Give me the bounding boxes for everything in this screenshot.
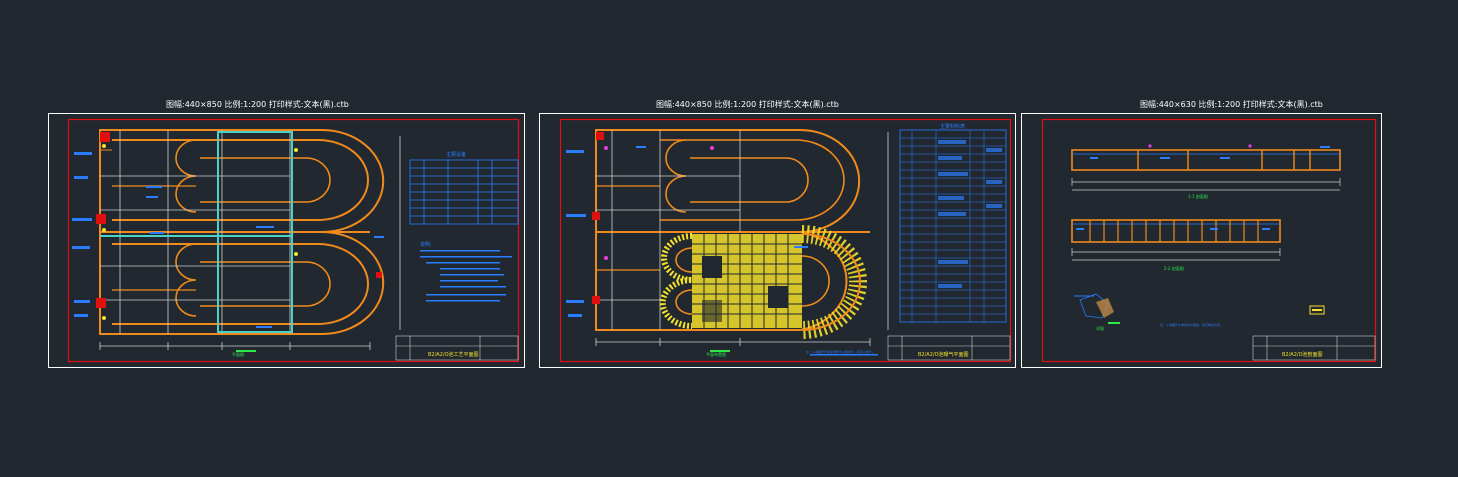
sheet-1-notes <box>420 250 512 302</box>
sheet-2[interactable]: 主要材料表 <box>539 113 1016 368</box>
sheet-2-frame <box>559 118 1012 363</box>
sheet-3-detail <box>1074 293 1120 324</box>
sheet-1-grid <box>100 130 291 334</box>
sheet-3-section-1 <box>1071 144 1341 191</box>
sheet-3[interactable]: 1-1 剖面图 <box>1021 113 1382 368</box>
sheet-2-title-block-text: B2/A2/O池曝气平面图 <box>918 351 969 358</box>
sheet-2-grid <box>596 130 741 330</box>
sheet-3-legend-fill <box>1312 309 1322 311</box>
sheet-3-legend-swatch <box>1309 305 1325 315</box>
sheet-3-note: 注：1.本图尺寸单位均为毫米，标高单位为米。 <box>1160 322 1223 327</box>
sheet-2-annotations <box>566 146 878 356</box>
sheet-2-material-table <box>899 129 1007 323</box>
sheet-1-plan-label: 平面图 <box>232 351 244 357</box>
sheet-1-tank <box>99 129 385 335</box>
sheet-1-title-block <box>395 335 519 361</box>
sheet-3-border <box>1021 113 1382 368</box>
sheet-1-notes-header: 说明: <box>420 241 432 248</box>
sheet-3-frame <box>1041 118 1377 363</box>
sheet-1-dimensions <box>99 136 401 350</box>
sheet-1-pipes <box>96 132 382 308</box>
sheet-2-border <box>539 113 1016 368</box>
sheet-3-title-block <box>1252 335 1376 361</box>
sheet-1-frame <box>67 118 520 363</box>
sheet-1-border <box>48 113 525 368</box>
sheet-3-section-2-label: 2-2 剖面图 <box>1164 265 1184 271</box>
sheet-1-equipment-table <box>409 159 519 225</box>
sheet-3-title: 图幅:440×630 比例:1:200 打印样式:文本(黑).ctb <box>1140 100 1323 109</box>
sheet-2-pipes <box>592 132 604 304</box>
sheet-1[interactable]: 主要设备 说明: 平面图 B2/A2/O池工艺 <box>48 113 525 368</box>
sheet-2-title: 图幅:440×850 比例:1:200 打印样式:文本(黑).ctb <box>656 100 839 109</box>
sheet-1-arrows <box>102 144 298 320</box>
sheet-3-detail-label: 详图 <box>1096 325 1104 331</box>
sheet-2-table-header: 主要材料表 <box>940 123 965 130</box>
sheet-2-plan-label: 平面布置图 <box>706 351 726 357</box>
sheet-1-highlight <box>100 131 293 333</box>
sheet-3-section-1-label: 1-1 剖面图 <box>1188 193 1208 199</box>
sheet-1-title-block-text: B2/A2/O池工艺平面图 <box>428 351 479 358</box>
sheet-2-note: 注：1.本图尺寸除注明外均以毫米计，标高以米计。 <box>806 349 875 354</box>
sheet-1-title: 图幅:440×850 比例:1:200 打印样式:文本(黑).ctb <box>166 100 349 109</box>
sheet-3-section-2 <box>1071 219 1281 261</box>
sheet-2-dimensions <box>595 132 889 346</box>
sheet-2-markers <box>604 146 714 260</box>
sheet-2-title-block <box>887 335 1011 361</box>
sheet-1-table-header: 主要设备 <box>446 151 466 158</box>
sheet-3-title-block-text: B2/A2/O池剖面图 <box>1282 351 1323 358</box>
sheet-1-annotations <box>72 152 384 352</box>
sheet-2-aeration-grid <box>659 225 867 339</box>
